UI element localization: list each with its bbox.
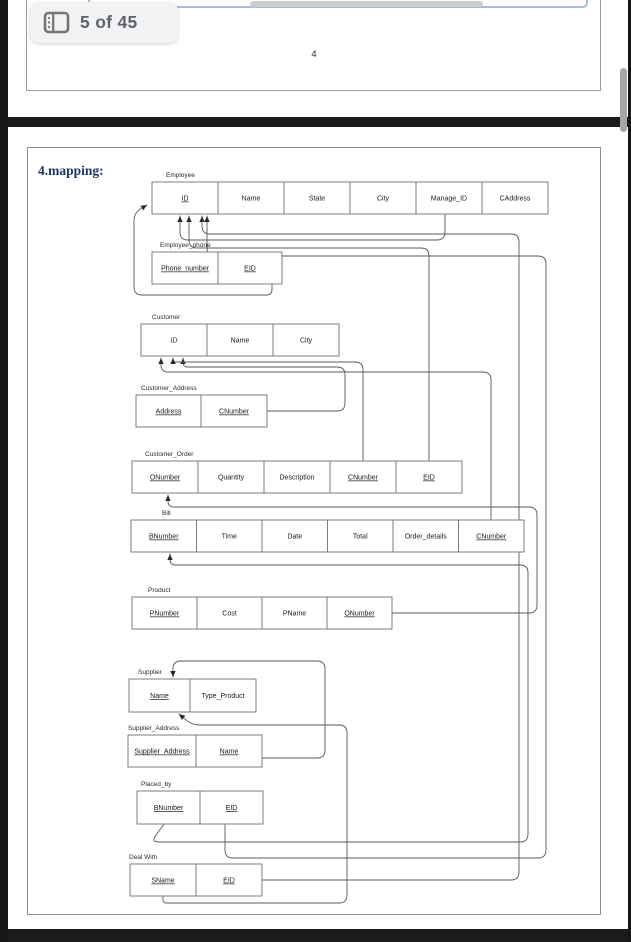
column-product-cost: Cost [222, 611, 236, 618]
column-customer-city: City [300, 338, 313, 345]
fk-connector-deal-with-sname [162, 713, 348, 904]
table-label-customer-order: Customer_Order [145, 451, 194, 458]
column-customer-address-cnumber: CNumber [219, 409, 250, 416]
column-supplier-name: Name [150, 693, 169, 700]
page-number: 4 [311, 49, 317, 60]
column-customer-order-eid: EID [423, 475, 435, 482]
fk-connector-bill-cnumber [158, 357, 492, 521]
arrowhead [140, 205, 147, 211]
table-label-employee: Employee [166, 172, 195, 179]
column-deal-with-sname: SName [151, 878, 174, 885]
table-label-customer-address: Customer_Address [141, 385, 197, 392]
column-customer-order-onumber: ONumber [150, 475, 181, 482]
fk-connector-product-onumber [165, 494, 538, 614]
column-bill-date: Date [287, 534, 302, 541]
column-customer-order-description: Description [279, 475, 314, 482]
vertical-scrollbar-thumb[interactable] [620, 68, 627, 132]
table-label-bill: Bill [162, 510, 171, 517]
fk-connector-deal-with-eid [199, 215, 520, 881]
previous-page-section: 5 of 45 4 [0, 0, 631, 117]
table-label-placed-by: Placed_by [141, 781, 172, 788]
column-supplier-type_product: Type_Product [201, 693, 244, 700]
column-customer-address-address: Address [156, 409, 182, 416]
column-placed-by-eid: EID [226, 805, 238, 812]
table-label-customer: Customer [152, 314, 181, 321]
arrowhead [170, 358, 176, 364]
fk-connector-customer_address-cnumber [180, 357, 346, 412]
page-border-right [600, 0, 601, 91]
column-employee-manage_id: Manage_ID [431, 196, 467, 203]
column-product-pname: PName [283, 611, 306, 618]
fk-connector-customer_order-eid [186, 215, 430, 462]
column-bill-time: Time [222, 534, 237, 541]
column-bill-bnumber: BNumber [149, 534, 179, 541]
thumbnails-panel-icon [43, 11, 70, 34]
page-border-bottom [26, 90, 601, 91]
column-employee-phone-phone_number: Phone_number [161, 266, 210, 273]
arrowhead [179, 714, 186, 720]
fk-connector-employee-manage_id [177, 213, 446, 241]
page-gap [0, 117, 631, 127]
column-bill-cnumber: CNumber [476, 534, 507, 541]
column-placed-by-bnumber: BNumber [154, 805, 184, 812]
fk-connector-placed_by-bnumber [153, 553, 529, 843]
arrowhead [165, 495, 171, 501]
column-customer-id: ID [171, 338, 178, 345]
fk-connector-customer_order-cnumber [170, 357, 364, 462]
table-label-employee-phone: Employee_phone [160, 242, 211, 249]
page-gap-bottom [0, 929, 631, 942]
table-label-supplier-address: Supplier_Address [128, 725, 180, 732]
diagram-page-border [27, 147, 601, 915]
column-employee-state: State [309, 196, 325, 203]
column-bill-order_details: Order_details [405, 534, 448, 541]
column-product-onumber: ONumber [344, 611, 375, 618]
arrowhead [186, 216, 192, 222]
horizontal-scrollbar-thumb[interactable] [250, 1, 483, 7]
column-product-pnumber: PNumber [150, 611, 180, 618]
arrowhead [180, 358, 186, 364]
column-bill-total: Total [353, 534, 368, 541]
column-deal-with-eid: EID [223, 878, 235, 885]
column-employee-city: City [377, 196, 390, 203]
arrowhead [167, 554, 173, 560]
column-employee-name: Name [242, 196, 261, 203]
column-customer-order-quantity: Quantity [218, 475, 245, 482]
screen-edge-left [0, 0, 8, 942]
arrowhead [199, 216, 205, 222]
page-indicator-label: 5 of 45 [80, 12, 138, 32]
table-label-supplier: Supplier [138, 669, 163, 676]
fk-connector-employee_phone-eid [133, 204, 273, 296]
column-customer-name: Name [231, 338, 250, 345]
arrowhead [170, 671, 176, 677]
table-label-product: Product [148, 587, 171, 594]
arrowhead [158, 358, 164, 364]
column-employee-id: ID [182, 196, 189, 203]
column-supplier-address-name: Name [220, 749, 239, 756]
column-employee-caddress: CAddress [500, 196, 531, 203]
fk-connector-supplier_address-name [170, 660, 326, 759]
screen-edge-right [628, 0, 631, 942]
page-indicator-badge[interactable]: 5 of 45 [30, 2, 178, 43]
column-customer-order-cnumber: CNumber [348, 475, 379, 482]
table-label-deal-with: Deal With [129, 854, 158, 861]
column-supplier-address-supplier_address: Supplier_Address [134, 749, 190, 756]
section-title: 4.mapping: [38, 163, 104, 178]
arrowhead [177, 216, 183, 222]
page-border-left [26, 0, 27, 91]
arrowhead [204, 216, 210, 222]
column-employee-phone-eid: EID [244, 266, 256, 273]
